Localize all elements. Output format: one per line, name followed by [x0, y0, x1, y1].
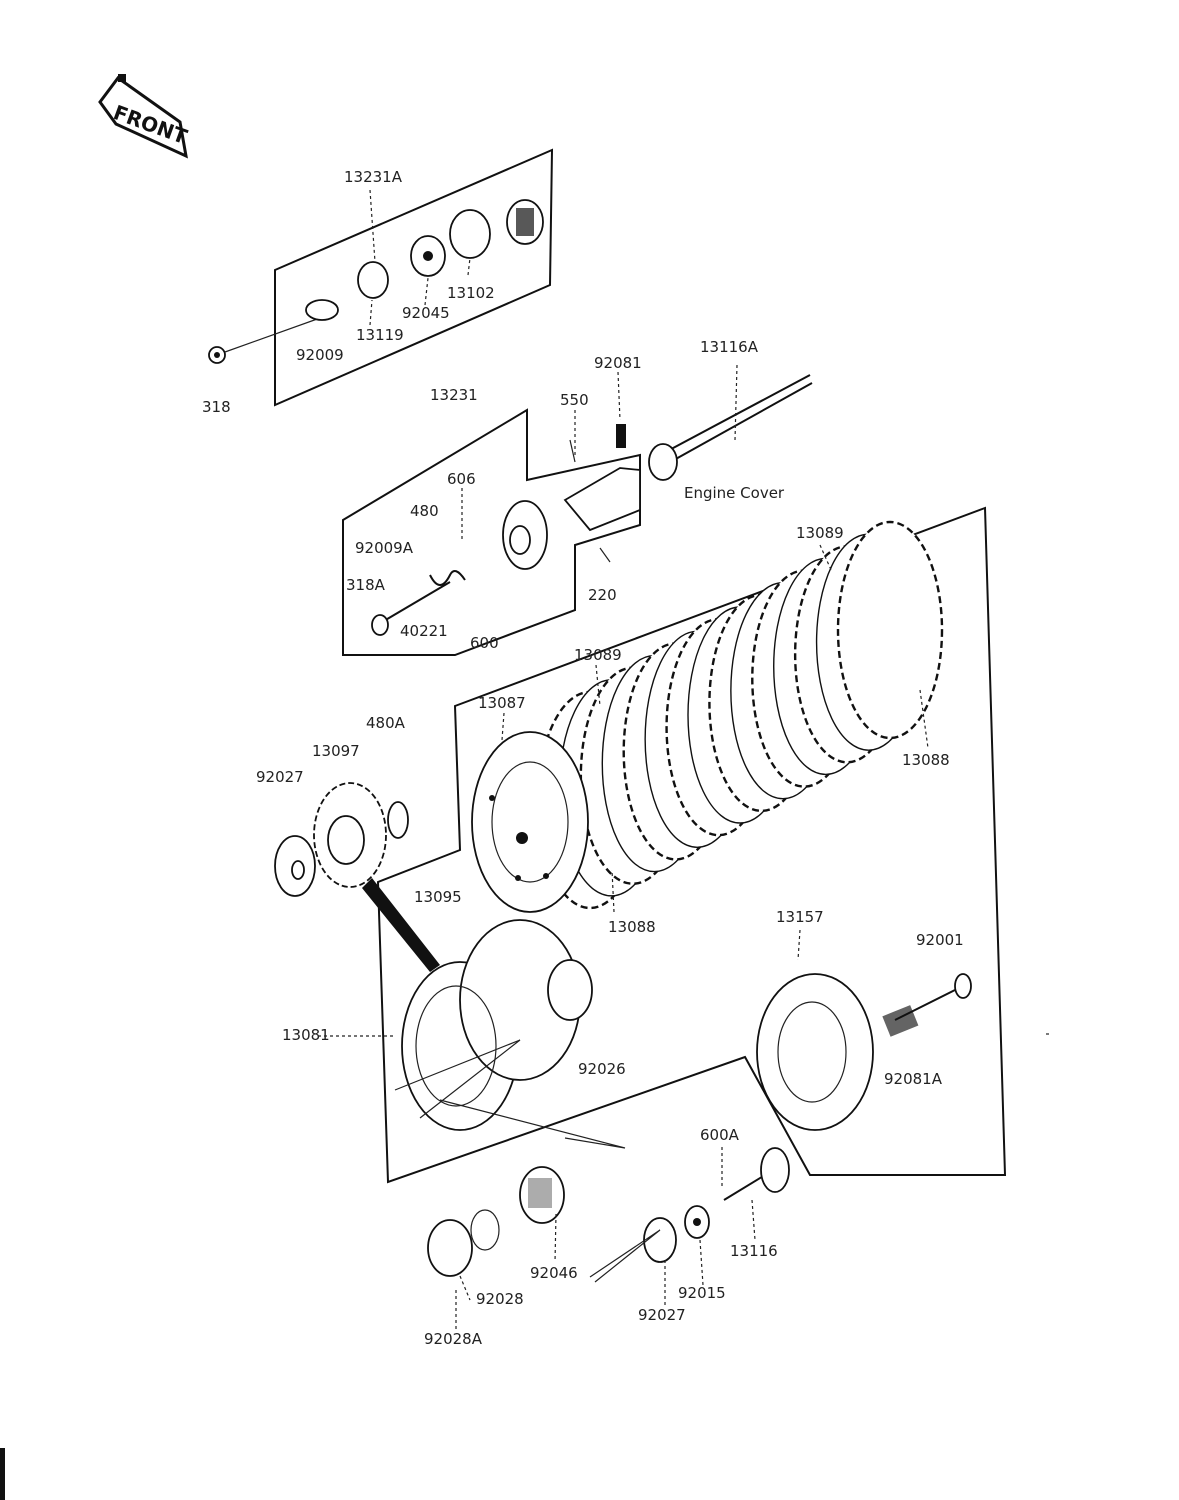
label-480: 480 — [410, 502, 439, 520]
label-13116A: 13116A — [700, 338, 759, 356]
label-13095: 13095 — [414, 888, 462, 906]
label-318: 318 — [202, 398, 231, 416]
label-92001: 92001 — [916, 931, 964, 949]
label-600: 600 — [470, 634, 499, 652]
label-92027-b: 92027 — [638, 1306, 686, 1324]
label-318A: 318A — [346, 576, 386, 594]
release-group — [208, 148, 554, 407]
label-13089-a: 13089 — [796, 524, 844, 542]
label-92081: 92081 — [594, 354, 642, 372]
clutch-plates-stack — [536, 520, 944, 910]
label-13119: 13119 — [356, 326, 404, 344]
spring-plate-shape — [756, 973, 972, 1131]
label-13102: 13102 — [447, 284, 495, 302]
front-arrow-icon: FRONT — [98, 74, 191, 159]
label-606: 606 — [447, 470, 476, 488]
label-13088-b: 13088 — [608, 918, 656, 936]
gear-13097-shape — [274, 782, 440, 972]
clutch-plate — [836, 520, 944, 740]
label-92009: 92009 — [296, 346, 344, 364]
page-edge-mark — [0, 1448, 5, 1500]
label-40221: 40221 — [400, 622, 448, 640]
pressure-plate-shape — [471, 731, 589, 913]
part-number-labels: 13231A 13102 92045 13119 92009 318 13231… — [202, 168, 964, 1348]
label-13089-b: 13089 — [574, 646, 622, 664]
label-13116: 13116 — [730, 1242, 778, 1260]
label-550: 550 — [560, 391, 589, 409]
label-92028A: 92028A — [424, 1330, 483, 1348]
label-92046: 92046 — [530, 1264, 578, 1282]
label-13157: 13157 — [776, 908, 824, 926]
label-13231: 13231 — [430, 386, 478, 404]
label-220: 220 — [588, 586, 617, 604]
pushrod-group — [342, 374, 813, 656]
clutch-housing-shape — [394, 919, 593, 1131]
label-13097: 13097 — [312, 742, 360, 760]
label-92015: 92015 — [678, 1284, 726, 1302]
label-480A: 480A — [366, 714, 406, 732]
leader-lines — [318, 189, 1050, 1330]
engine-cover-label: Engine Cover — [684, 484, 785, 502]
label-92009A: 92009A — [355, 539, 414, 557]
label-13087: 13087 — [478, 694, 526, 712]
label-92081A: 92081A — [884, 1070, 943, 1088]
label-13081: 13081 — [282, 1026, 330, 1044]
label-600A: 600A — [700, 1126, 740, 1144]
clutch-assembly-box — [376, 506, 1007, 1184]
bottom-parts — [427, 1099, 790, 1283]
label-13231A: 13231A — [344, 168, 403, 186]
label-92045: 92045 — [402, 304, 450, 322]
label-92027-a: 92027 — [256, 768, 304, 786]
label-92026: 92026 — [578, 1060, 626, 1078]
label-92028: 92028 — [476, 1290, 524, 1308]
label-13088-a: 13088 — [902, 751, 950, 769]
